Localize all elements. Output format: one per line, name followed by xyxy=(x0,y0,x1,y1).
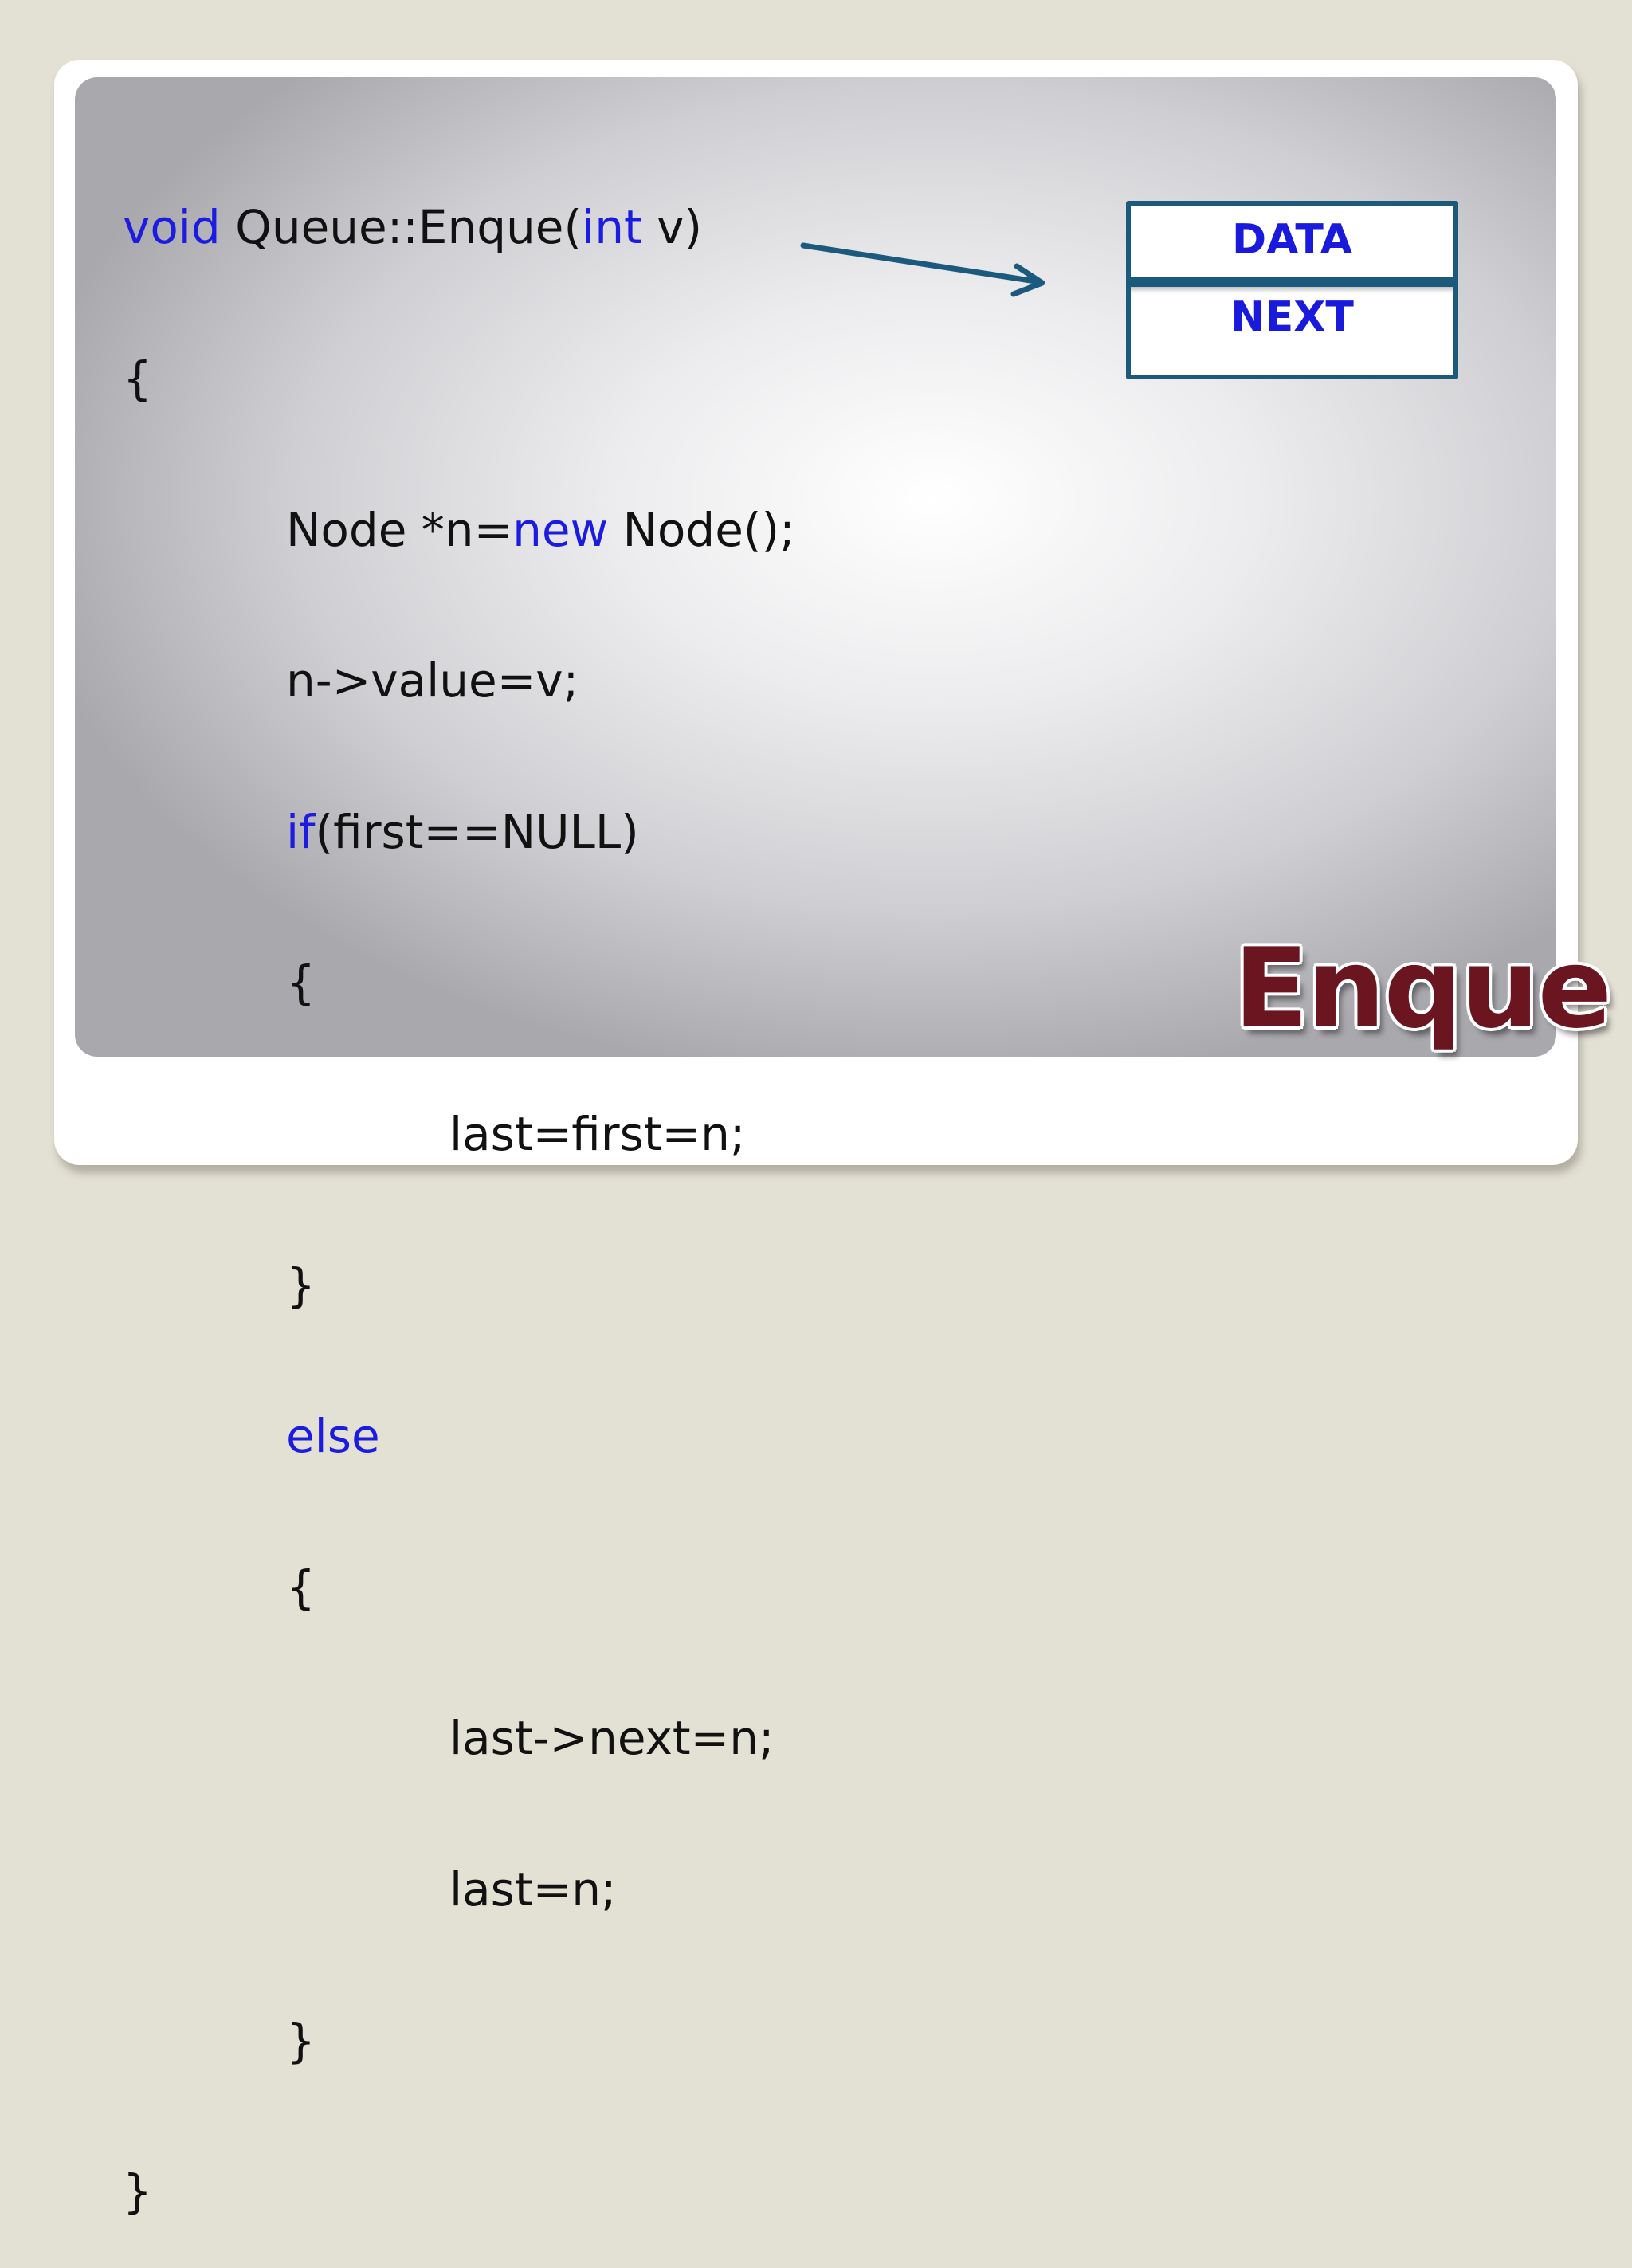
code-line: { xyxy=(286,1560,316,1615)
node-next-cell: NEXT xyxy=(1126,282,1458,379)
node-data-cell: DATA xyxy=(1126,201,1458,282)
code-line: } xyxy=(286,2013,316,2068)
code-line: Node *n=new Node(); xyxy=(123,502,795,557)
code-text: v) xyxy=(641,200,703,255)
slide-title: Enque xyxy=(1234,924,1612,1053)
keyword: void xyxy=(123,200,221,255)
code-text: (first==NULL) xyxy=(315,804,639,859)
code-line: if(first==NULL) xyxy=(123,804,795,859)
keyword: int xyxy=(582,200,642,255)
code-line: last->next=n; xyxy=(449,1711,775,1766)
keyword: new xyxy=(512,502,609,557)
code-line: last=n; xyxy=(449,1862,617,1917)
code-line: { xyxy=(123,351,152,406)
code-text: Node(); xyxy=(608,502,795,557)
code-line: { xyxy=(286,955,316,1010)
code-line: } xyxy=(123,2164,152,2219)
arrow-icon xyxy=(800,242,1046,297)
code-line: last=first=n; xyxy=(449,1106,746,1161)
keyword: if xyxy=(286,804,316,859)
code-text: Node *n= xyxy=(286,502,513,557)
node-diagram: DATA NEXT xyxy=(1126,201,1458,384)
code-line: else xyxy=(286,1409,380,1464)
code-line: n->value=v; xyxy=(286,653,579,708)
code-line: void Queue::Enque(int v) xyxy=(123,202,795,253)
code-text: Queue::Enque( xyxy=(220,200,583,255)
code-line: } xyxy=(286,1258,316,1313)
